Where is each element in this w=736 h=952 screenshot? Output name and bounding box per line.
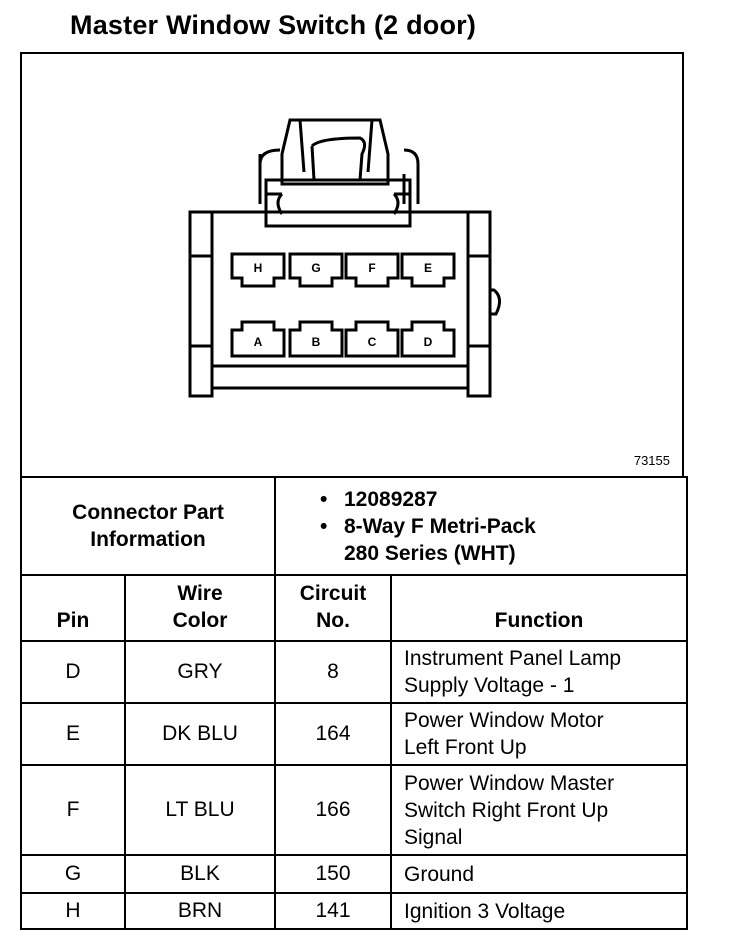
connector-info-label: Connector Part Information: [20, 476, 276, 576]
pin-cell: F: [20, 764, 126, 856]
pin-label-b: B: [312, 335, 321, 349]
wire-color-cell: BLK: [124, 854, 276, 894]
circuit-cell: 164: [274, 702, 392, 766]
circuit-cell: 150: [274, 854, 392, 894]
connector-diagram: H G F E A B C D: [188, 118, 501, 398]
wire-color-cell: GRY: [124, 640, 276, 704]
circuit-cell: 166: [274, 764, 392, 856]
pin-label-g: G: [311, 261, 320, 275]
pin-label-d: D: [424, 335, 433, 349]
connector-body: [210, 210, 470, 390]
header-pin: Pin: [20, 574, 126, 642]
pin-label-a: A: [254, 335, 263, 349]
header-function: Function: [390, 574, 688, 642]
header-wire-color: Wire Color: [124, 574, 276, 642]
pin-cell: E: [20, 702, 126, 766]
circuit-cell: 141: [274, 892, 392, 930]
page-title: Master Window Switch (2 door): [70, 10, 477, 40]
pin-label-f: F: [368, 261, 375, 275]
circuit-cell: 8: [274, 640, 392, 704]
pin-label-c: C: [368, 335, 377, 349]
wire-color-cell: BRN: [124, 892, 276, 930]
pin-label-e: E: [424, 261, 432, 275]
part-number: 12089287: [320, 486, 686, 513]
wire-color-cell: DK BLU: [124, 702, 276, 766]
latch-window: [264, 178, 412, 228]
bottom-cavities: [230, 320, 456, 358]
pin-cell: G: [20, 854, 126, 894]
lock-tab: [280, 118, 390, 186]
pin-cell: H: [20, 892, 126, 930]
connector-info-list: 12089287 8-Way F Metri-Pack 280 Series (…: [274, 476, 688, 576]
connector-info-row: Connector Part Information 12089287 8-Wa…: [20, 476, 688, 576]
wire-color-cell: LT BLU: [124, 764, 276, 856]
pin-label-h: H: [254, 261, 263, 275]
top-cavities: [230, 252, 456, 288]
function-cell: Ignition 3 Voltage: [390, 892, 688, 930]
header-row: Pin Wire Color Circuit No. Function: [20, 574, 688, 642]
connector-table: Connector Part Information 12089287 8-Wa…: [20, 476, 688, 930]
figure-number: 73155: [633, 453, 670, 468]
header-circuit: Circuit No.: [274, 574, 392, 642]
function-cell: Ground: [390, 854, 688, 894]
pin-cell: D: [20, 640, 126, 704]
connector-description: 8-Way F Metri-Pack 280 Series (WHT): [320, 513, 686, 567]
connector-figure: H G F E A B C D 73155: [20, 52, 684, 476]
